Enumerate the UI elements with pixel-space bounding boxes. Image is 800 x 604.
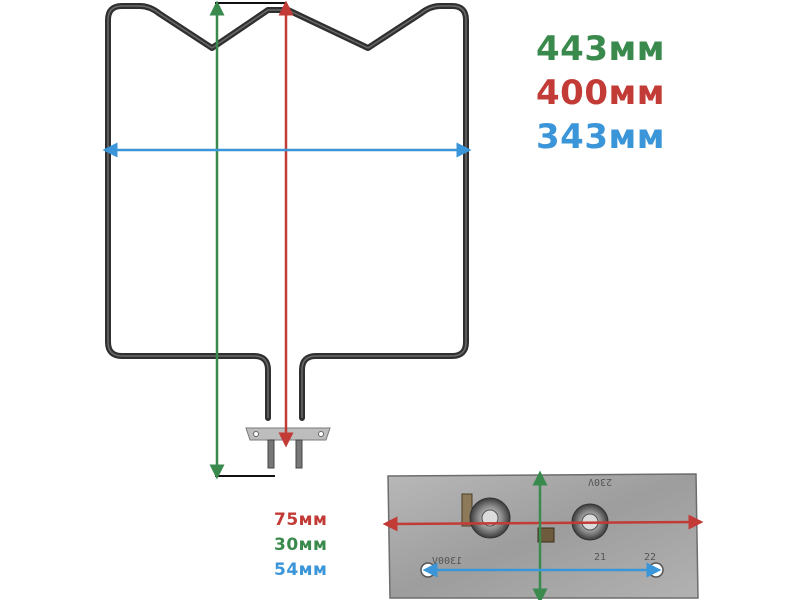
- heating-element-tube-highlight: [107, 5, 467, 418]
- bracket-hole-right: [318, 431, 324, 437]
- bracket-spacing-label: 54мм: [274, 560, 328, 580]
- height-dimension-label: 443мм: [536, 29, 666, 69]
- plate-num2-marking: 22: [644, 552, 657, 563]
- bracket-length-label: 75мм: [274, 510, 328, 530]
- terminal-left: [267, 439, 275, 469]
- length-dimension-label: 400мм: [536, 73, 666, 113]
- terminal-right: [295, 439, 303, 469]
- bracket-hole-left: [253, 431, 259, 437]
- plate-num1-marking: 21: [594, 552, 607, 563]
- plate-power-marking: 1300V: [432, 556, 463, 567]
- bracket-height-label: 30мм: [274, 535, 328, 555]
- plate-voltage-marking: 230V: [588, 476, 613, 487]
- width-dimension-label: 343мм: [536, 117, 666, 157]
